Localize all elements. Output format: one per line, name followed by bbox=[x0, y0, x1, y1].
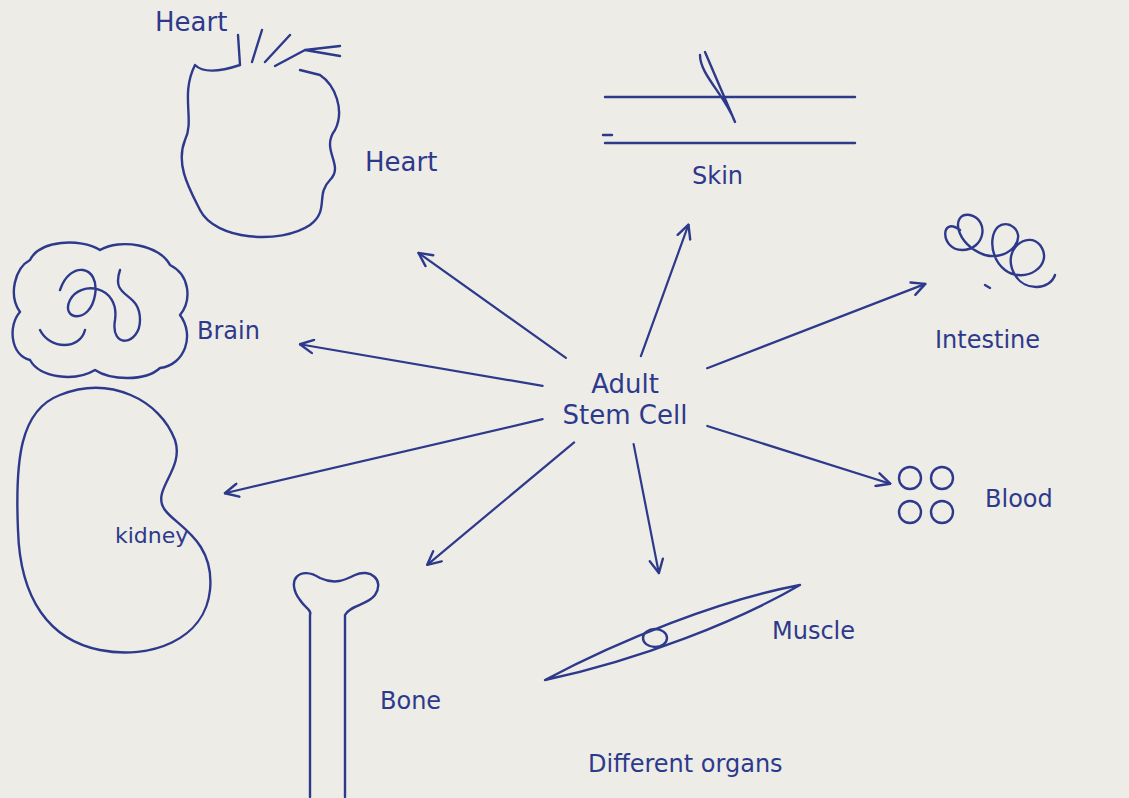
bone-drawing bbox=[265, 568, 470, 796]
kidney-node: kidney bbox=[10, 380, 220, 665]
organ-label: kidney bbox=[115, 523, 188, 548]
arrow-connector bbox=[641, 225, 689, 356]
organ-label: Bone bbox=[380, 688, 441, 716]
heart-drawing bbox=[150, 0, 480, 250]
muscle-node: Muscle bbox=[540, 578, 875, 686]
bone-node: Bone bbox=[265, 568, 470, 796]
arrow-connector bbox=[300, 344, 543, 386]
arrow-connector bbox=[634, 444, 659, 573]
kidney-drawing bbox=[10, 380, 220, 665]
kidney-outline bbox=[17, 388, 210, 653]
stem-cell-node: Adult Stem Cell bbox=[548, 361, 703, 439]
organ-label: Skin bbox=[692, 163, 743, 191]
skin-outline bbox=[603, 52, 855, 143]
arrow-connector bbox=[225, 419, 543, 493]
blood-cell bbox=[931, 501, 953, 523]
blood-cell bbox=[899, 467, 921, 489]
heart-node: HeartHeart bbox=[150, 0, 480, 250]
bone-drawing-group bbox=[294, 573, 378, 797]
blood-cell bbox=[931, 467, 953, 489]
organ-label: Intestine bbox=[935, 327, 1040, 355]
node-label: Adult Stem Cell bbox=[558, 369, 693, 431]
organ-label: Muscle bbox=[772, 618, 855, 646]
organ-label: Blood bbox=[985, 486, 1053, 514]
arrow-connector bbox=[707, 426, 890, 484]
blood-node: Blood bbox=[895, 460, 1095, 540]
intestine-outline bbox=[945, 215, 1055, 288]
arrow-connector bbox=[427, 442, 574, 564]
organ-label: Heart bbox=[155, 8, 227, 38]
brain-drawing-group bbox=[13, 243, 188, 378]
kidney-drawing-group bbox=[17, 388, 210, 653]
organ-label: Heart bbox=[365, 148, 437, 178]
bone-outline bbox=[294, 573, 378, 797]
muscle-outline bbox=[545, 585, 800, 680]
muscle-drawing-group bbox=[545, 585, 800, 680]
blood-drawing-group bbox=[899, 467, 953, 523]
heart-drawing-group bbox=[182, 30, 340, 237]
caption: Different organs bbox=[588, 750, 783, 778]
arrow-connector bbox=[418, 253, 565, 358]
organ-label: Brain bbox=[197, 318, 260, 346]
brain-drawing bbox=[5, 235, 295, 385]
intestine-drawing-group bbox=[945, 215, 1055, 288]
skin-node: Skin bbox=[600, 15, 860, 220]
intestine-node: Intestine bbox=[930, 205, 1115, 375]
arrow-connector bbox=[707, 284, 925, 368]
brain-node: Brain bbox=[5, 235, 295, 385]
skin-drawing-group bbox=[603, 52, 855, 143]
brain-outline bbox=[13, 243, 188, 378]
heart-outline bbox=[182, 30, 340, 237]
muscle-nucleus bbox=[643, 629, 667, 647]
blood-cell bbox=[899, 501, 921, 523]
